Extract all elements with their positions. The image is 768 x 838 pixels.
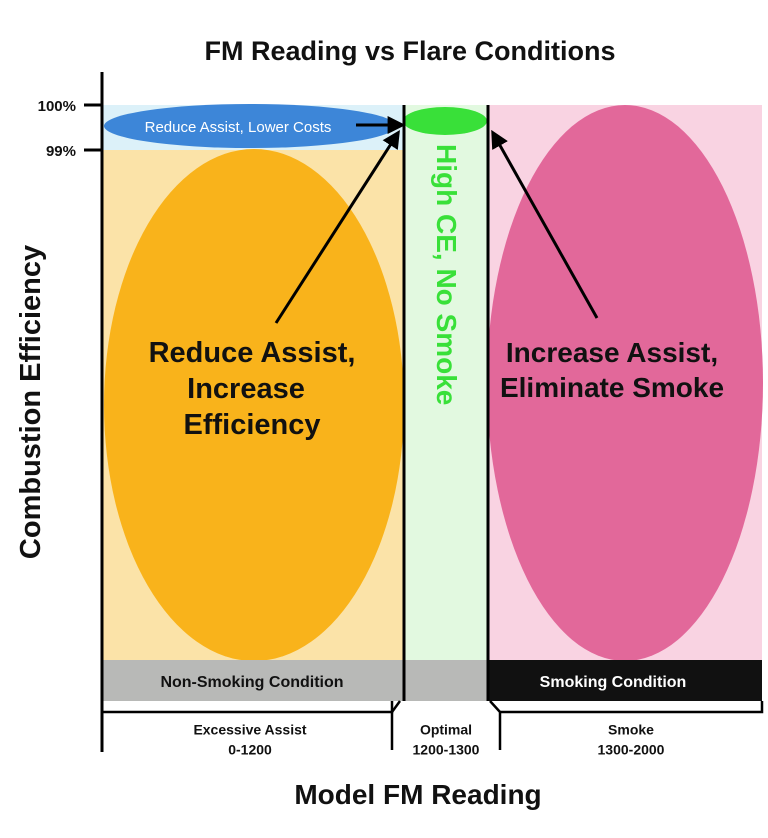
- smoke-range-bracket: [500, 701, 764, 714]
- lower-costs-label: Reduce Assist, Lower Costs: [145, 119, 332, 136]
- excessive-range-bracket: [100, 701, 394, 714]
- increase-assist-arrow: [491, 129, 599, 319]
- y-axis-label: Combustion Efficiency: [15, 245, 47, 559]
- reduce-assist-line-1: Reduce Assist,: [149, 337, 356, 369]
- optimal-ellipse: [403, 107, 487, 135]
- optimal-vertical-label: High CE, No Smoke: [431, 144, 462, 405]
- lower-costs-ellipse: [104, 104, 396, 148]
- optimal-range-name: Optimal: [420, 721, 472, 737]
- chart-title: FM Reading vs Flare Conditions: [204, 36, 615, 66]
- excessive-assist-ellipse: [104, 149, 404, 661]
- x-axis-label: Model FM Reading: [294, 779, 541, 810]
- optimal-zone-background: [404, 105, 488, 660]
- smoking-condition-bar: [488, 660, 762, 701]
- non-smoking-condition-label: Non-Smoking Condition: [160, 674, 343, 691]
- smoke-range-values: 1300-2000: [598, 741, 665, 757]
- reduce-assist-arrow: [274, 129, 400, 324]
- reduce-assist-line-3: Efficiency: [184, 409, 321, 441]
- increase-assist-line-1: Increase Assist,: [506, 337, 718, 368]
- tick-label-99: 99%: [46, 143, 76, 160]
- excessive-range-values: 0-1200: [228, 741, 272, 757]
- tick-label-100: 100%: [38, 98, 76, 115]
- smoking-condition-label: Smoking Condition: [540, 674, 687, 691]
- reduce-assist-line-2: Increase: [187, 373, 305, 405]
- smoke-range-name: Smoke: [608, 721, 654, 737]
- excessive-range-name: Excessive Assist: [193, 721, 306, 737]
- optimal-range-values: 1200-1300: [413, 741, 480, 757]
- increase-assist-line-2: Eliminate Smoke: [500, 372, 724, 403]
- non-smoking-condition-bar: [102, 660, 488, 701]
